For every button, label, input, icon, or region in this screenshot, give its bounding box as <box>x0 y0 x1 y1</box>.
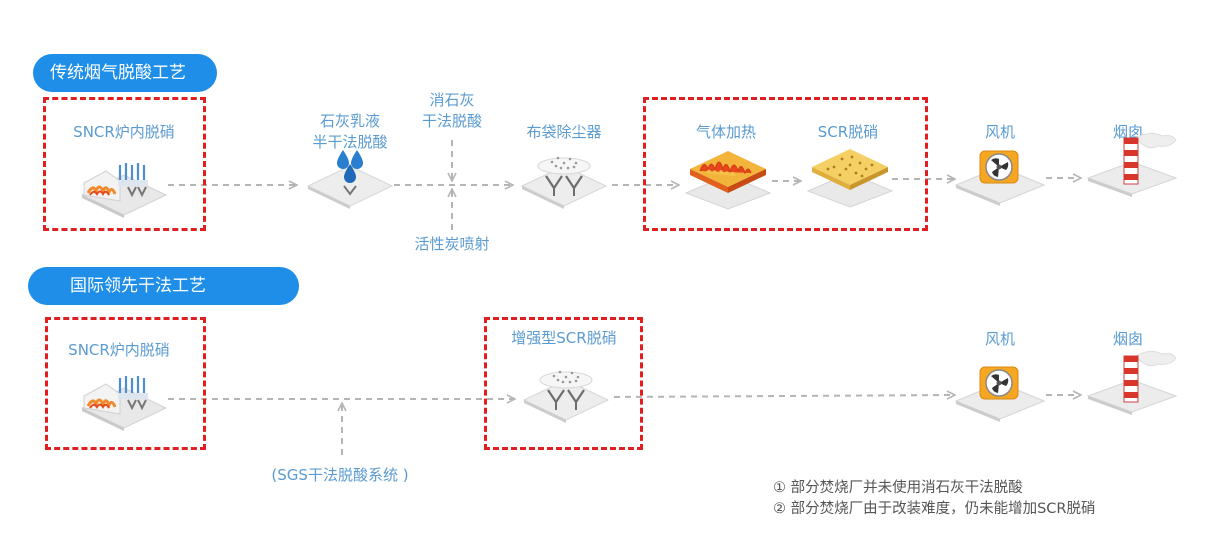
label-slaked-lime-line2: 干法脱酸 <box>421 112 482 130</box>
label-sncr-advanced: SNCR炉内脱硝 <box>68 341 170 359</box>
label-slaked-lime-line1: 消石灰 <box>429 91 475 109</box>
label-lime-slurry-line1: 石灰乳液 <box>319 112 380 130</box>
label-activated-carbon: 活性炭喷射 <box>414 235 490 253</box>
label-bag-filter: 布袋除尘器 <box>526 123 602 141</box>
label-chimney-2: 烟囱 <box>1112 330 1143 348</box>
label-scr: SCR脱硝 <box>817 123 879 141</box>
highlight-box-enhanced-scr <box>484 317 643 450</box>
footnote-2: ② 部分焚烧厂由于改装难度，仍未能增加SCR脱硝 <box>773 501 1096 517</box>
label-sgs: (SGS干法脱酸系统 ) <box>271 466 409 484</box>
label-lime-slurry-line2: 半干法脱酸 <box>312 133 388 151</box>
label-chimney-1: 烟囱 <box>1112 123 1143 141</box>
bag-filter-icon <box>518 362 614 428</box>
chimney-icon <box>1084 350 1180 416</box>
arrow-scr2-to-fan <box>613 395 954 397</box>
traditional-process-title: 传统烟气脱酸工艺 <box>33 54 217 92</box>
catalyst-icon <box>802 143 898 209</box>
label-fan-1: 风机 <box>984 123 1015 141</box>
highlight-box-sncr-traditional <box>43 97 206 231</box>
bag-filter-icon <box>516 148 612 214</box>
highlight-box-heat-scr <box>643 97 928 231</box>
fan-icon <box>952 145 1048 211</box>
furnace-icon <box>76 368 172 434</box>
flame-heater-icon <box>680 145 776 211</box>
advanced-process-title: 国际领先干法工艺 <box>28 267 299 305</box>
label-enhanced-scr: 增强型SCR脱硝 <box>511 329 617 347</box>
water-drops-icon <box>302 148 398 214</box>
label-sncr-traditional: SNCR炉内脱硝 <box>73 123 175 141</box>
footnote-1: ① 部分焚烧厂并未使用消石灰干法脱酸 <box>773 480 1023 496</box>
chimney-icon <box>1084 132 1180 198</box>
furnace-icon <box>76 155 172 221</box>
label-slaked-lime: 消石灰 干法脱酸 <box>402 90 502 132</box>
label-fan-2: 风机 <box>984 330 1015 348</box>
highlight-box-sncr-advanced <box>45 317 206 450</box>
label-lime-slurry: 石灰乳液 半干法脱酸 <box>294 111 406 153</box>
fan-icon <box>952 361 1048 427</box>
label-gas-heating: 气体加热 <box>695 123 756 141</box>
